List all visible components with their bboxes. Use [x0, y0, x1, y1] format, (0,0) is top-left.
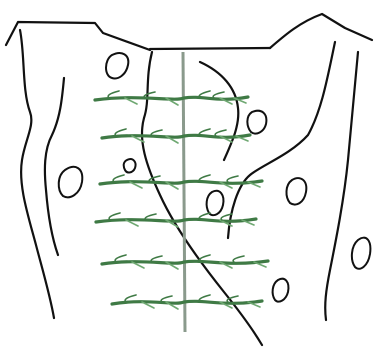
- left-cliff-top-edge: [6, 22, 150, 50]
- branch: [100, 181, 262, 184]
- left-cliff-outer-face: [20, 30, 54, 318]
- branch: [95, 97, 248, 100]
- rock: [124, 159, 136, 172]
- branch-twig: [213, 92, 224, 98]
- rock: [59, 167, 83, 197]
- ravine-rim: [150, 48, 270, 49]
- right-cliff-outer-face: [325, 52, 358, 320]
- rock: [273, 279, 289, 302]
- branch-tier: [102, 129, 250, 143]
- branch-tier: [100, 175, 262, 189]
- ravine-inner-ridge: [200, 62, 238, 160]
- left-cliff-inner-face: [45, 78, 64, 255]
- branch: [112, 301, 262, 304]
- right-cliff-top-edge: [270, 14, 372, 48]
- rock: [286, 178, 306, 204]
- branch-tier: [112, 295, 262, 309]
- branch: [96, 219, 256, 222]
- branch: [102, 135, 250, 138]
- right-cliff: [228, 14, 372, 320]
- rock: [352, 238, 371, 269]
- branch-tier: [95, 91, 248, 105]
- rock: [106, 53, 128, 78]
- fir-tree: [95, 52, 268, 332]
- branch-twig: [233, 256, 244, 262]
- branch-twig: [227, 176, 238, 182]
- tree-trunk: [183, 52, 185, 332]
- rock: [247, 111, 266, 134]
- rock: [207, 191, 224, 215]
- branch-twig: [215, 130, 226, 136]
